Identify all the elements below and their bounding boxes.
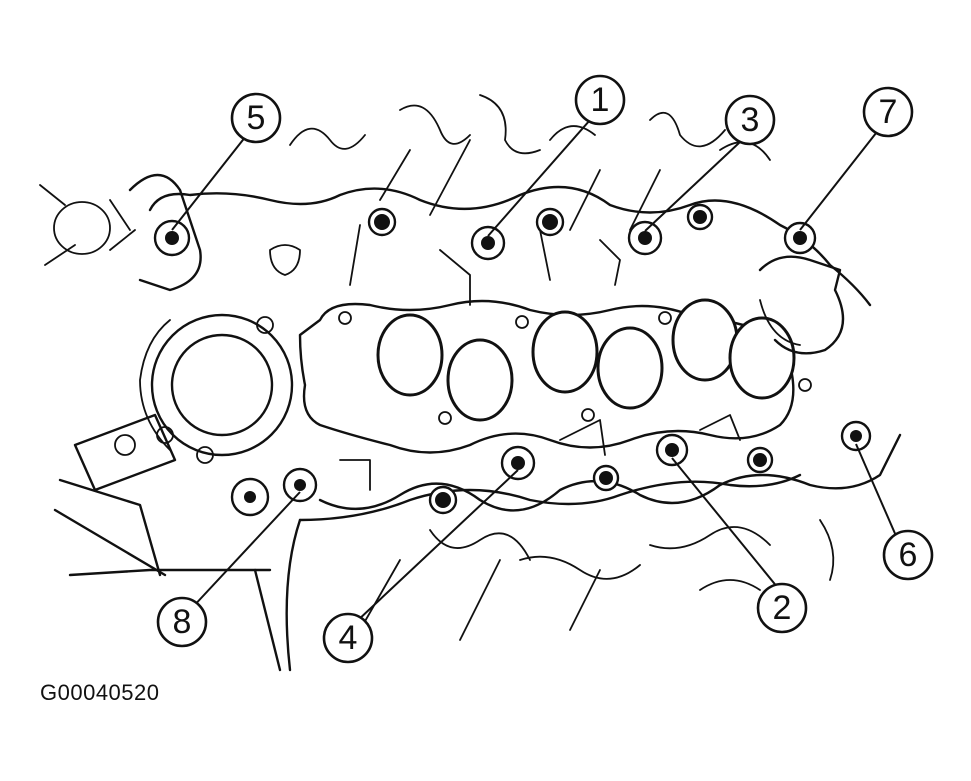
callout-4-label: 4: [339, 619, 358, 657]
leader-8: [189, 491, 301, 611]
bolts: [153, 203, 872, 517]
bolt-7: [783, 221, 817, 255]
engine-outline: [39, 94, 902, 672]
callouts: 1 2 3 4 5 6 7 8: [156, 74, 934, 664]
bolt-2: [655, 433, 689, 467]
leader-2: [671, 457, 779, 589]
leader-3: [644, 141, 741, 232]
bolt-6: [840, 420, 872, 452]
leader-lines: [171, 119, 901, 623]
callout-2: 2: [756, 582, 808, 634]
callout-3-label: 3: [741, 101, 760, 139]
callout-1: 1: [574, 74, 626, 126]
callout-5-label: 5: [247, 99, 266, 137]
bolt-head-f: [592, 464, 620, 492]
callout-2-label: 2: [773, 589, 792, 627]
callout-6-label: 6: [899, 536, 918, 574]
bolt-1: [470, 225, 506, 261]
bolt-head-c: [686, 203, 714, 231]
bolt-5: [153, 219, 191, 257]
callout-4: 4: [322, 612, 374, 664]
callout-1-label: 1: [591, 81, 610, 119]
leader-7: [799, 127, 881, 231]
callout-5: 5: [230, 92, 282, 144]
callout-7-label: 7: [879, 93, 898, 131]
leader-4: [355, 469, 519, 623]
leader-1: [487, 119, 591, 237]
figure-id: G00040520: [40, 680, 160, 705]
callout-8: 8: [156, 596, 208, 648]
callout-6: 6: [882, 529, 934, 581]
bolt-head-b: [535, 207, 565, 237]
callout-7: 7: [862, 86, 914, 138]
leader-5: [171, 135, 247, 231]
callout-3: 3: [724, 94, 776, 146]
bolt-8: [282, 467, 318, 503]
callout-8-label: 8: [173, 603, 192, 641]
leader-6: [855, 443, 901, 546]
bolt-4: [500, 445, 536, 481]
bolt-head-e: [428, 485, 458, 515]
bolt-head-a: [367, 207, 397, 237]
bolt-head-d: [230, 477, 270, 517]
bolt-head-g: [746, 446, 774, 474]
bolt-3: [627, 220, 663, 256]
